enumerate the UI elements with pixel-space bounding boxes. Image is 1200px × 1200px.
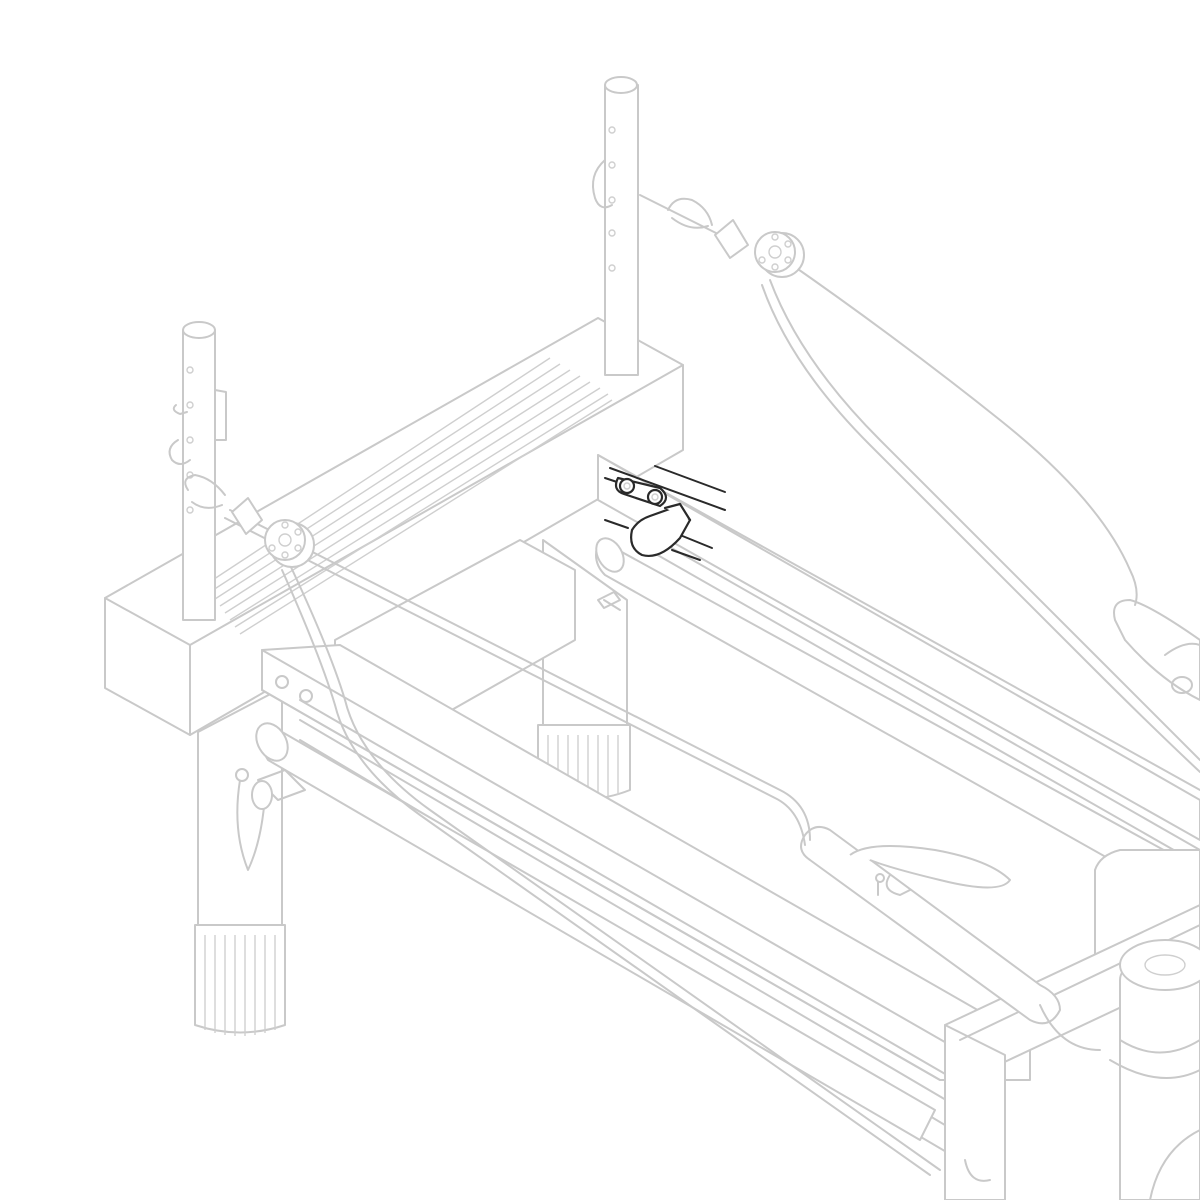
carriage [944,849,1200,1200]
right-rail [595,454,1200,911]
rope-handle-left [800,825,1101,1051]
ropes [224,194,1200,1176]
rope-handle-right [1113,599,1200,701]
footbar-beam [104,317,684,736]
left-front-leg [194,687,286,1036]
clip-icon [604,465,726,561]
pulley-icon [184,474,315,568]
footbar-grip-lines [204,357,613,635]
left-rail [251,644,1031,1161]
pulley-icon [667,197,805,278]
